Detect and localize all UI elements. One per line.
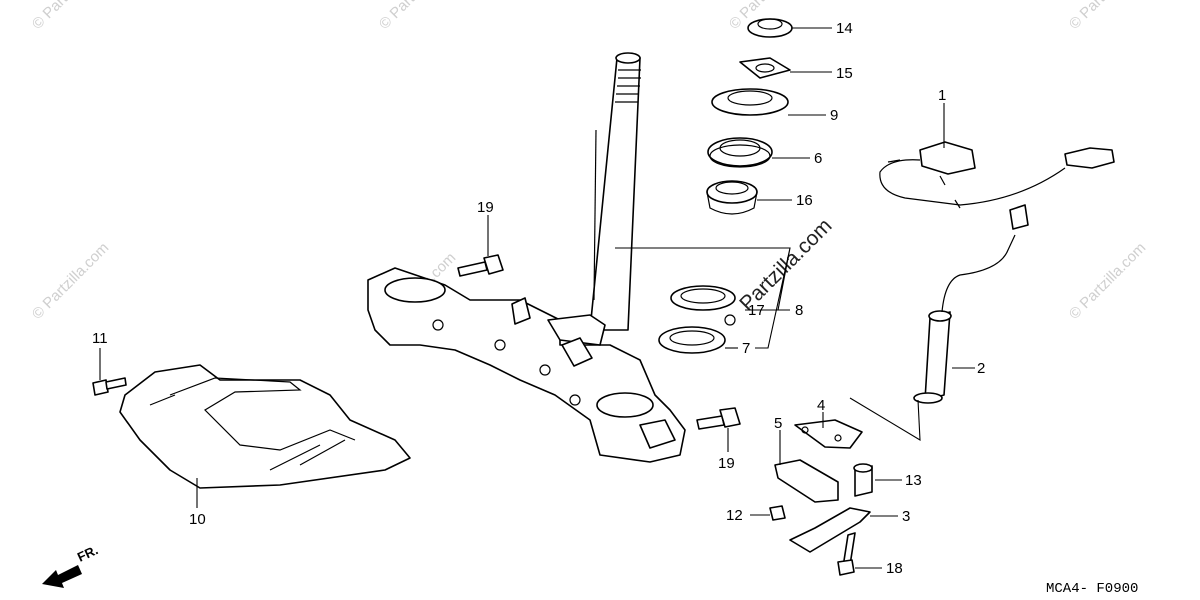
part-11-bolt — [92, 377, 127, 396]
callout-2: 2 — [977, 360, 985, 377]
callout-17: 17 — [748, 302, 765, 319]
callout-19-lower: 19 — [718, 455, 735, 472]
part-4-bracket — [794, 419, 863, 449]
watermark: © Partzilla.com — [376, 0, 459, 33]
part-2-sensor — [913, 204, 1029, 404]
front-direction-arrow: FR. — [42, 542, 100, 588]
part-6-dust-seal — [707, 137, 773, 168]
part-10-cover — [119, 364, 411, 489]
triple-clamp — [367, 267, 686, 463]
watermark: © Partzilla.com — [29, 239, 112, 322]
callout-19-upper: 19 — [477, 199, 494, 216]
callout-7: 7 — [742, 340, 750, 357]
part-9-adjusting-nut — [711, 88, 789, 116]
watermark: © Partzilla.com — [1066, 239, 1149, 322]
callout-15: 15 — [836, 65, 853, 82]
part-17-bearing — [670, 285, 736, 326]
watermarks: © Partzilla.com © Partzilla.com © Partzi… — [29, 0, 1149, 333]
bolt-19-lower — [696, 407, 741, 430]
callout-12: 12 — [726, 507, 743, 524]
callout-9: 9 — [830, 107, 838, 124]
callout-8: 8 — [795, 302, 803, 319]
part-13-collar — [853, 463, 873, 497]
front-direction-label: FR. — [75, 542, 100, 564]
steering-stem — [589, 52, 641, 331]
part-1-sensor — [879, 141, 1115, 209]
callout-13: 13 — [905, 472, 922, 489]
leader-lines — [99, 27, 975, 569]
callout-3: 3 — [902, 508, 910, 525]
callout-1: 1 — [938, 87, 946, 104]
callout-10: 10 — [189, 511, 206, 528]
watermark: © Partzilla.com — [29, 0, 112, 33]
watermark: © Partzilla.com — [1066, 0, 1149, 33]
part-7-lower-seal — [658, 326, 726, 354]
diagram-code: MCA4- F0900 — [1046, 581, 1138, 597]
bolt-19-upper — [457, 254, 504, 277]
callout-18: 18 — [886, 560, 903, 577]
callout-5: 5 — [774, 415, 782, 432]
callout-4: 4 — [817, 397, 825, 414]
part-3-bracket — [789, 507, 871, 553]
part-5-clamp — [774, 459, 839, 503]
part-14-nut — [747, 18, 793, 38]
part-12-bolt — [769, 505, 786, 521]
callout-16: 16 — [796, 192, 813, 209]
part-18-bolt — [837, 532, 856, 576]
part-15-lock-washer — [739, 57, 791, 79]
callout-14: 14 — [836, 20, 853, 37]
callout-11: 11 — [92, 330, 108, 347]
callout-6: 6 — [814, 150, 822, 167]
callouts: 14 15 9 6 16 17 8 7 1 2 4 5 13 3 12 18 1… — [92, 20, 985, 577]
part-16-bearing — [706, 180, 758, 215]
